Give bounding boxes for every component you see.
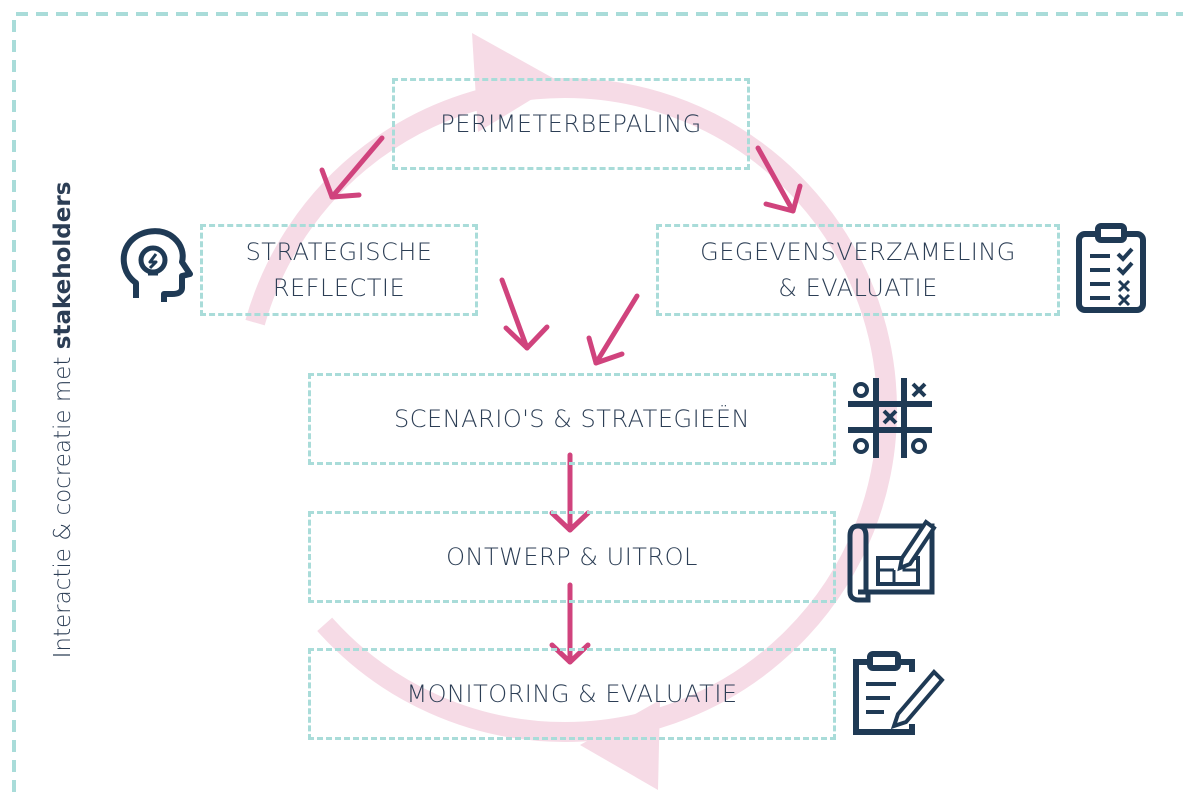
arrow-scenarios-to-ontwerp bbox=[549, 452, 591, 533]
step-strategische-reflectie: STRATEGISCHE REFLECTIE bbox=[200, 224, 478, 316]
arrow-perimeter-to-reflectie bbox=[319, 135, 385, 200]
step-gegevensverzameling: GEGEVENSVERZAMELING & EVALUATIE bbox=[656, 224, 1060, 316]
cycle-arrowhead-bottom bbox=[580, 700, 660, 790]
step-reflectie-line-1: STRATEGISCHE bbox=[245, 238, 433, 266]
clipboard-pencil-icon bbox=[853, 651, 945, 735]
arrow-perimeter-to-gegevens bbox=[755, 145, 803, 214]
arrow-gegevens-to-scenarios bbox=[586, 293, 640, 366]
step-reflectie-line-2: REFLECTIE bbox=[272, 274, 406, 302]
cycle-arrowhead-top bbox=[472, 33, 560, 132]
side-label: Interactie & cocreatie met stakeholders bbox=[50, 182, 76, 659]
side-label-emphasis: stakeholders bbox=[50, 181, 76, 350]
step-scenarios-strategieen: SCENARIO'S & STRATEGIEËN bbox=[308, 373, 836, 465]
clipboard-checklist-icon bbox=[1076, 223, 1146, 313]
step-scenarios-label: SCENARIO'S & STRATEGIEËN bbox=[394, 405, 750, 433]
blueprint-pencil-icon bbox=[847, 519, 937, 603]
step-gegevens-line-2: & EVALUATIE bbox=[778, 274, 938, 302]
step-perimeterbepaling: PERIMETERBEPALING bbox=[392, 78, 750, 170]
cycle-background bbox=[233, 33, 897, 790]
step-ontwerp-label: ONTWERP & UITROL bbox=[446, 543, 698, 571]
step-ontwerp-uitrol: ONTWERP & UITROL bbox=[308, 511, 836, 603]
side-label-prefix: Interactie & cocreatie met bbox=[50, 349, 76, 659]
step-perimeterbepaling-label: PERIMETERBEPALING bbox=[440, 110, 702, 138]
step-gegevens-line-1: GEGEVENSVERZAMELING bbox=[700, 238, 1016, 266]
tic-tac-toe-icon bbox=[848, 378, 932, 458]
head-lightbulb-icon bbox=[120, 228, 193, 302]
step-monitoring-evaluatie: MONITORING & EVALUATIE bbox=[308, 648, 836, 740]
step-monitoring-label: MONITORING & EVALUATIE bbox=[406, 680, 738, 708]
arrow-reflectie-to-scenarios bbox=[499, 277, 550, 351]
